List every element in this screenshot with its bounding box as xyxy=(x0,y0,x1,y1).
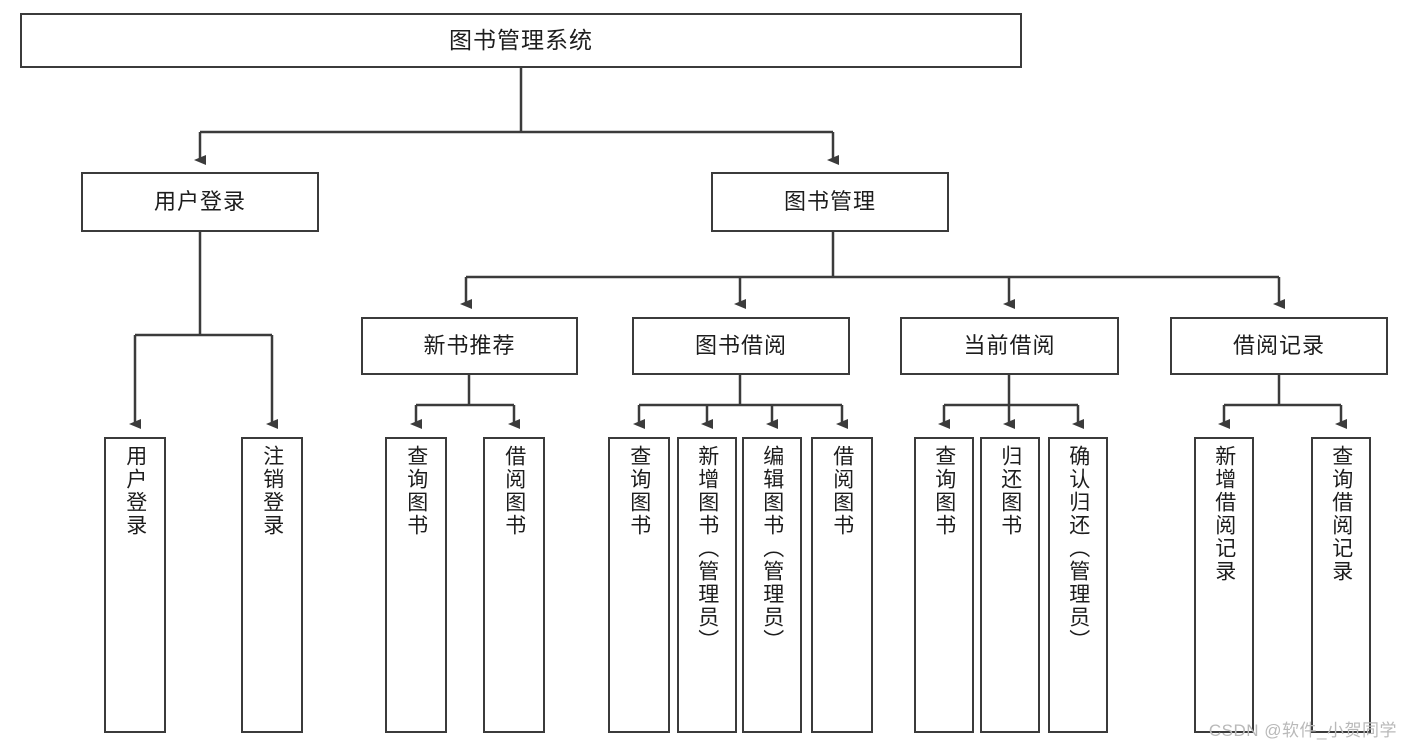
node-user-login[interactable]: 用户登录 xyxy=(81,172,319,232)
leaf-label: 确认归还（管理员） xyxy=(1066,445,1090,652)
leaf-label: 新增借阅记录 xyxy=(1212,445,1236,583)
leaf-label: 归还图书 xyxy=(998,445,1022,537)
leaf-label: 借阅图书 xyxy=(502,445,526,537)
watermark-text: CSDN @软件_小贺同学 xyxy=(1208,721,1397,740)
leaf-current-borrow-confirm-return-admin[interactable]: 确认归还（管理员） xyxy=(1048,437,1108,733)
leaf-current-borrow-query-book[interactable]: 查询图书 xyxy=(914,437,974,733)
leaf-book-borrow-borrow-book[interactable]: 借阅图书 xyxy=(811,437,873,733)
leaf-new-book-query-book[interactable]: 查询图书 xyxy=(385,437,447,733)
leaf-user-login-logout[interactable]: 注销登录 xyxy=(241,437,303,733)
leaf-label: 查询图书 xyxy=(404,445,428,537)
leaf-new-book-borrow-book[interactable]: 借阅图书 xyxy=(483,437,545,733)
leaf-label: 查询图书 xyxy=(627,445,651,537)
node-borrow-record[interactable]: 借阅记录 xyxy=(1170,317,1388,375)
leaf-label: 用户登录 xyxy=(123,445,147,537)
leaf-user-login-login[interactable]: 用户登录 xyxy=(104,437,166,733)
leaf-current-borrow-return-book[interactable]: 归还图书 xyxy=(980,437,1040,733)
leaf-label: 查询借阅记录 xyxy=(1329,445,1353,583)
leaf-label: 编辑图书（管理员） xyxy=(760,445,784,652)
leaf-label: 借阅图书 xyxy=(830,445,854,537)
node-current-borrow[interactable]: 当前借阅 xyxy=(900,317,1119,375)
node-root-system[interactable]: 图书管理系统 xyxy=(20,13,1022,68)
leaf-book-borrow-add-book-admin[interactable]: 新增图书（管理员） xyxy=(677,437,737,733)
node-book-management[interactable]: 图书管理 xyxy=(711,172,949,232)
node-new-book-recommend[interactable]: 新书推荐 xyxy=(361,317,578,375)
leaf-book-borrow-query-book[interactable]: 查询图书 xyxy=(608,437,670,733)
leaf-borrow-record-query-record[interactable]: 查询借阅记录 xyxy=(1311,437,1371,733)
leaf-book-borrow-edit-book-admin[interactable]: 编辑图书（管理员） xyxy=(742,437,802,733)
leaf-borrow-record-add-record[interactable]: 新增借阅记录 xyxy=(1194,437,1254,733)
leaf-label: 查询图书 xyxy=(932,445,956,537)
leaf-label: 新增图书（管理员） xyxy=(695,445,719,652)
leaf-label: 注销登录 xyxy=(260,445,284,537)
node-book-borrow[interactable]: 图书借阅 xyxy=(632,317,850,375)
